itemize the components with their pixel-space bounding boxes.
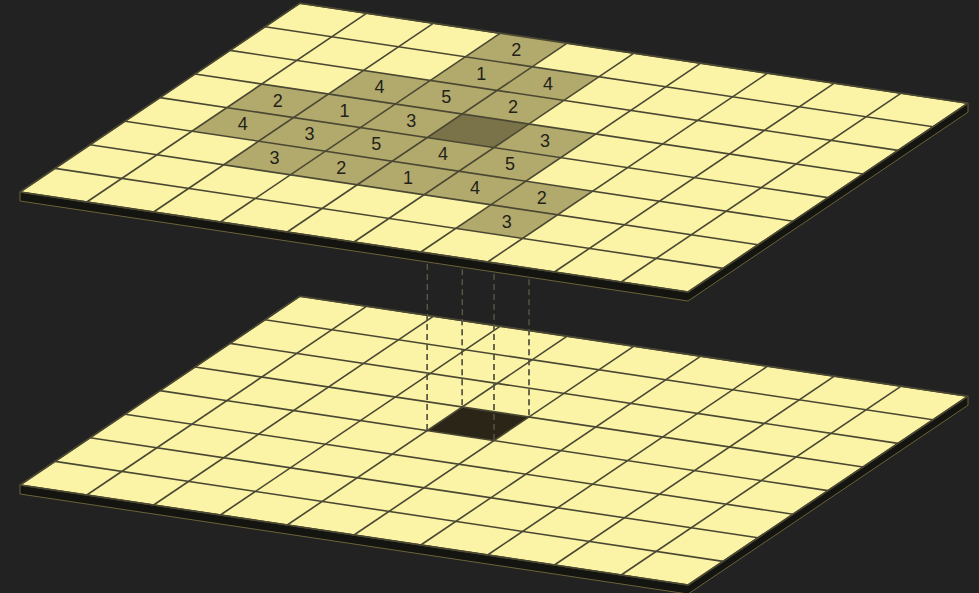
- grid-line: [125, 414, 793, 514]
- grid-line: [265, 320, 933, 420]
- focal-cell: [427, 114, 529, 148]
- projection-line: [462, 269, 463, 407]
- grid-line: [55, 168, 723, 268]
- projection-line: [426, 264, 428, 431]
- cell-value: 2: [508, 98, 518, 116]
- cell-value: 1: [403, 169, 413, 187]
- grid-line: [195, 74, 863, 174]
- projection-line: [528, 279, 530, 417]
- grid-line: [230, 343, 898, 443]
- cell-value: 4: [543, 75, 553, 93]
- cell-value: 4: [238, 115, 248, 133]
- cell-value: 1: [339, 102, 349, 120]
- grid-line: [20, 192, 688, 292]
- projection-line: [461, 269, 463, 407]
- cell-value: 5: [441, 88, 451, 106]
- cell-value: 1: [476, 65, 486, 83]
- plate-surface: [20, 3, 968, 292]
- grid-line: [160, 98, 828, 198]
- cell-value: 4: [438, 145, 448, 163]
- cell-value: 2: [511, 41, 521, 59]
- grid-line: [90, 438, 758, 538]
- cell-value: 3: [269, 149, 279, 167]
- cell-value: 4: [470, 179, 480, 197]
- cell-value: 3: [540, 132, 550, 150]
- cell-value: 3: [502, 213, 512, 231]
- cell-value: 2: [273, 92, 283, 110]
- cell-value: 5: [505, 155, 515, 173]
- cell-value: 5: [371, 135, 381, 153]
- output-cell: [427, 407, 529, 441]
- grid-line: [20, 485, 688, 585]
- cell-value: 3: [406, 112, 416, 130]
- grid-line: [300, 3, 968, 103]
- neighbourhood-cell: [456, 205, 558, 239]
- grid-line: [55, 461, 723, 561]
- cell-value: 4: [374, 78, 384, 96]
- cell-value: 2: [537, 189, 547, 207]
- projection-line: [493, 274, 495, 441]
- projection-line: [427, 264, 428, 431]
- input-layer: [20, 3, 968, 301]
- grid-line: [265, 27, 933, 127]
- grid-line: [90, 145, 758, 245]
- cell-value: 2: [336, 159, 346, 177]
- grid-line: [300, 296, 968, 396]
- projection-line: [494, 274, 495, 441]
- grid-line: [125, 121, 793, 221]
- output-layer: [20, 296, 968, 593]
- projection-line: [529, 279, 530, 417]
- cell-value: 3: [304, 125, 314, 143]
- grid-line: [230, 50, 898, 150]
